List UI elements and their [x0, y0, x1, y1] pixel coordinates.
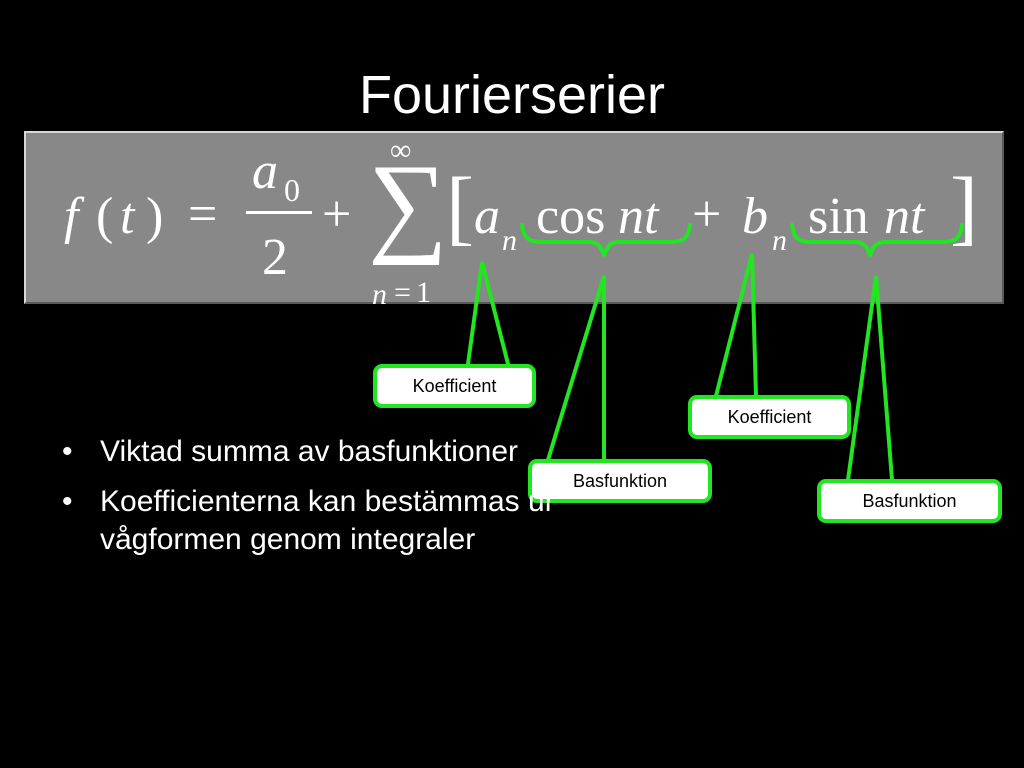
formula-lower-n: n: [372, 278, 387, 311]
formula-plus-1: +: [322, 186, 352, 243]
formula-sin: sin: [808, 188, 869, 245]
formula-rbracket: ]: [950, 161, 978, 254]
formula-denominator: 2: [262, 229, 288, 286]
bullet-list: • Viktad summa av basfunktioner • Koeffi…: [62, 433, 582, 571]
pointer-sin: [846, 275, 894, 482]
formula-lparen: (: [96, 188, 114, 245]
formula-lbracket: [: [446, 161, 474, 254]
bullet-item: • Viktad summa av basfunktioner: [62, 433, 582, 471]
formula-a0-a: a: [252, 143, 278, 200]
formula-f: f: [64, 188, 79, 245]
formula-cos-nt: nt: [618, 188, 659, 245]
callout-label-an: Koefficient: [373, 364, 536, 408]
callout-label-sin: Basfunktion: [817, 479, 1002, 523]
formula-plus-2: +: [692, 186, 722, 243]
brace-cos: [520, 223, 692, 257]
bullet-item: • Koefficienterna kan bestämmas ur vågfo…: [62, 483, 582, 559]
formula-sin-nt: nt: [884, 188, 925, 245]
bullet-marker: •: [62, 435, 73, 468]
fraction-bar: [246, 211, 312, 214]
formula-an-a: a: [474, 188, 500, 245]
pointer-cos: [546, 275, 606, 462]
callout-label-cos: Basfunktion: [528, 459, 712, 503]
bullet-text: Viktad summa av basfunktioner: [100, 435, 518, 468]
brace-sin: [790, 223, 964, 257]
formula-box: [24, 131, 1004, 304]
formula-bn-sub: n: [772, 224, 787, 257]
pointer-bn: [714, 253, 758, 398]
callout-label-bn: Koefficient: [688, 395, 851, 439]
formula-rparen: ): [146, 188, 164, 245]
formula-an-sub: n: [502, 224, 517, 257]
formula-t: t: [120, 188, 135, 245]
bullet-marker: •: [62, 485, 73, 518]
slide-title: Fourierserier: [358, 65, 666, 125]
formula-a0-sub: 0: [284, 172, 300, 208]
formula-upper-limit: ∞: [390, 134, 412, 167]
formula-bn-b: b: [742, 188, 768, 245]
formula-lower-one: 1: [416, 276, 431, 309]
pointer-an: [466, 261, 510, 366]
formula-equals: =: [188, 186, 218, 243]
formula-cos: cos: [536, 188, 606, 245]
formula-sigma: ∑: [368, 142, 448, 266]
formula-lower-eq: =: [394, 276, 411, 309]
bullet-text: Koefficienterna kan bestämmas ur vågform…: [100, 485, 555, 556]
